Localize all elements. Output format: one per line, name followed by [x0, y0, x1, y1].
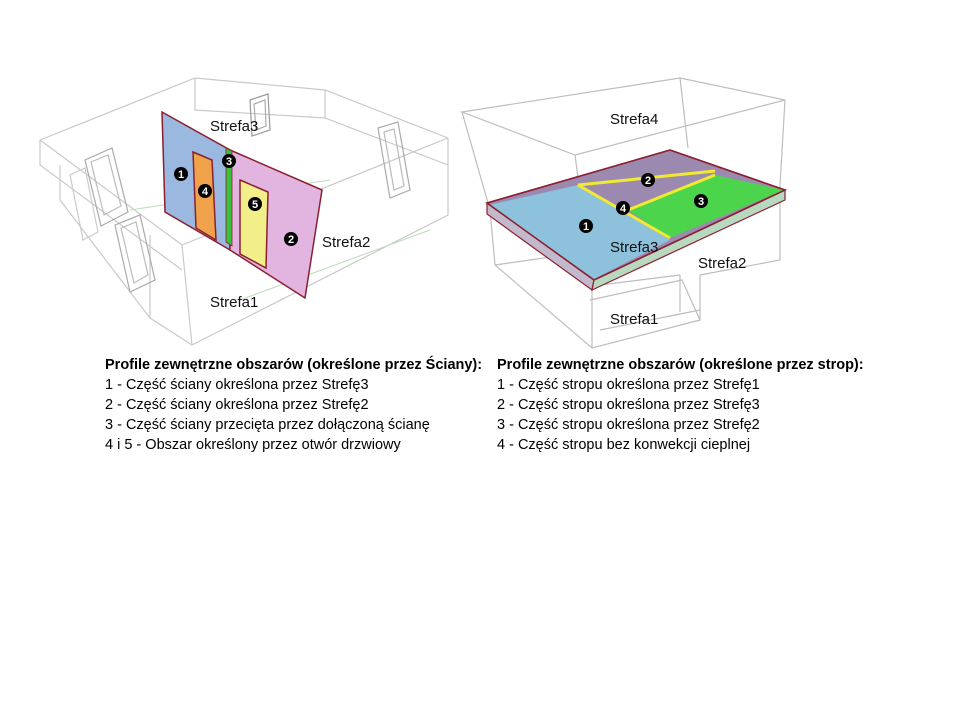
caption-left-line-1: 1 - Część ściany określona przez Strefę3 — [105, 377, 369, 393]
caption-left-line-3: 3 - Część ściany przecięta przez dołączo… — [105, 417, 430, 433]
right-marker-4-label: 4 — [620, 203, 627, 215]
left-marker-3: 3 — [222, 154, 236, 168]
right-zone-label-strefa3: Strefa3 — [610, 239, 658, 256]
slab-zone-blue — [489, 185, 670, 279]
caption-left-line-4: 4 i 5 - Obszar określony przez otwór drz… — [105, 437, 401, 453]
caption-left: Profile zewnętrzne obszarów (określone p… — [105, 355, 482, 455]
caption-right: Profile zewnętrzne obszarów (określone p… — [497, 355, 864, 455]
left-marker-1: 1 — [174, 167, 188, 181]
right-marker-3-label: 3 — [698, 196, 704, 208]
left-floor-line-2 — [239, 229, 431, 301]
left-zone-label-strefa3: Strefa3 — [210, 118, 258, 135]
left-marker-1-label: 1 — [178, 169, 184, 181]
slab-zone-green — [628, 175, 784, 238]
caption-left-line-2: 2 - Część ściany określona przez Strefę2 — [105, 397, 369, 413]
left-marker-3-label: 3 — [226, 156, 232, 168]
caption-right-line-1: 1 - Część stropu określona przez Strefę1 — [497, 377, 760, 393]
left-marker-5-label: 5 — [252, 199, 258, 211]
right-marker-2-label: 2 — [645, 175, 651, 187]
left-diagram: Strefa3 Strefa2 Strefa1 1 2 3 4 5 — [39, 77, 449, 346]
right-zone-label-strefa4: Strefa4 — [610, 111, 658, 128]
right-diagram: Strefa4 Strefa3 Strefa2 Strefa1 1 2 3 4 — [459, 77, 787, 349]
left-zone-label-strefa2: Strefa2 — [322, 234, 370, 251]
ceiling-slab — [485, 149, 787, 292]
right-marker-1-label: 1 — [583, 221, 589, 233]
left-zone-label-strefa1: Strefa1 — [210, 294, 258, 311]
left-marker-4: 4 — [198, 184, 212, 198]
wall-strip-green — [225, 147, 233, 247]
right-zone-label-strefa2: Strefa2 — [698, 255, 746, 272]
right-marker-4: 4 — [616, 201, 630, 215]
left-marker-4-label: 4 — [202, 186, 209, 198]
left-marker-2-label: 2 — [288, 234, 294, 246]
right-zone-label-strefa1: Strefa1 — [610, 311, 658, 328]
left-marker-5: 5 — [248, 197, 262, 211]
caption-right-title: Profile zewnętrzne obszarów (określone p… — [497, 357, 864, 373]
right-marker-1: 1 — [579, 219, 593, 233]
right-marker-2: 2 — [641, 173, 655, 187]
caption-right-line-4: 4 - Część stropu bez konwekcji cieplnej — [497, 437, 751, 453]
slab-top-border — [485, 149, 787, 281]
left-marker-2: 2 — [284, 232, 298, 246]
caption-left-title: Profile zewnętrzne obszarów (określone p… — [105, 357, 483, 373]
caption-right-line-2: 2 - Część stropu określona przez Strefę3 — [497, 397, 760, 413]
caption-right-line-3: 3 - Część stropu określona przez Strefę2 — [497, 417, 760, 433]
door-opening-yellow — [239, 178, 269, 270]
right-marker-3: 3 — [694, 194, 708, 208]
